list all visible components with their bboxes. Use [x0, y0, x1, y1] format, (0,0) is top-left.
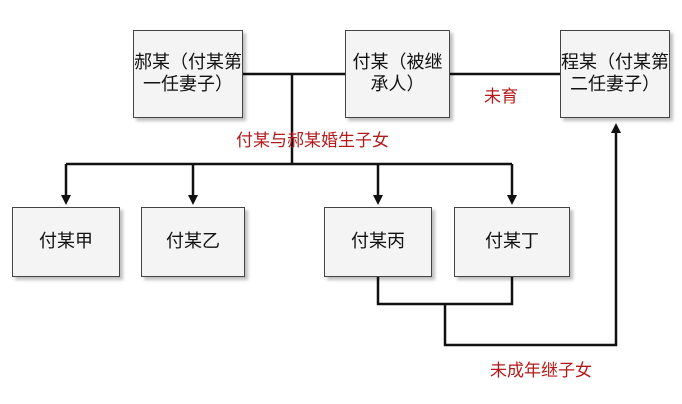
node-jia-label: 付某甲 — [39, 231, 93, 252]
node-bing: 付某丙 — [324, 207, 432, 277]
node-yi-label: 付某乙 — [166, 231, 220, 252]
label-children-of-marriage: 付某与郝某婚生子女 — [236, 131, 389, 151]
node-hao: 郝某（付某第一任妻子） — [133, 30, 243, 118]
node-cheng: 程某（付某第二任妻子） — [560, 30, 670, 118]
stepchild-bracket — [376, 277, 514, 306]
node-yi: 付某乙 — [141, 207, 245, 277]
label-minor-stepchildren: 未成年继子女 — [490, 361, 592, 381]
node-bing-label: 付某丙 — [351, 231, 405, 252]
node-ding-label: 付某丁 — [485, 231, 539, 252]
node-cheng-label: 程某（付某第二任妻子） — [561, 52, 669, 95]
stepchild-arrow-to-cheng — [443, 123, 621, 347]
node-fu-label: 付某（被继承人） — [352, 52, 443, 95]
node-fu: 付某（被继承人） — [345, 30, 450, 118]
node-jia: 付某甲 — [12, 207, 120, 277]
node-hao-label: 郝某（付某第一任妻子） — [134, 52, 242, 95]
label-not-raised: 未育 — [484, 87, 518, 107]
node-ding: 付某丁 — [454, 207, 570, 277]
